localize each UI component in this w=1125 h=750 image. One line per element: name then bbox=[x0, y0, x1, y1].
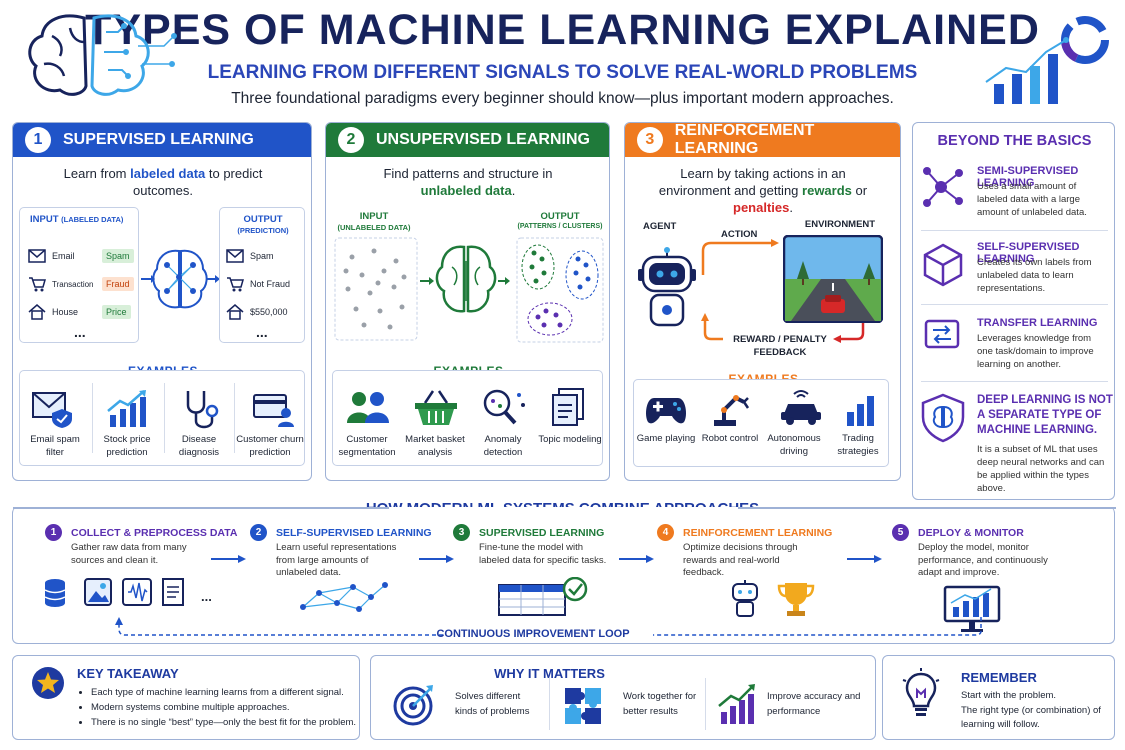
neural-brain-icon bbox=[141, 249, 220, 309]
input-row-email: Email Spam bbox=[28, 242, 138, 270]
supervised-input-box: INPUT (LABELED DATA) Email Spam Transact… bbox=[19, 207, 139, 343]
pipeline-arrow-4 bbox=[847, 555, 882, 563]
pipeline-arrow-3 bbox=[619, 555, 654, 563]
action-arrow bbox=[701, 239, 779, 275]
reinforcement-panel: 3 REINFORCEMENT LEARNING Learn by taking… bbox=[624, 122, 901, 481]
supervised-number: 1 bbox=[25, 127, 51, 153]
network-nodes-icon bbox=[923, 167, 963, 207]
robot-trophy-icon bbox=[732, 580, 815, 617]
green-brain-icon bbox=[420, 245, 510, 313]
star-badge-icon bbox=[32, 667, 64, 699]
unlabeled-data-scatter bbox=[334, 237, 418, 341]
documents-icon bbox=[552, 388, 584, 426]
unsupervised-panel: 2 UNSUPERVISED LEARNING Find patterns an… bbox=[325, 122, 610, 481]
lightbulb-icon bbox=[902, 668, 940, 716]
agent-label: AGENT bbox=[643, 221, 677, 232]
reinforcement-number: 3 bbox=[637, 127, 663, 153]
brain-circuit-icon bbox=[28, 14, 177, 96]
reinforcement-description: Learn by taking actions in an environmen… bbox=[658, 166, 868, 215]
unsupervised-number: 2 bbox=[338, 127, 364, 153]
beyond-title: BEYOND THE BASICS bbox=[937, 133, 1092, 149]
improvement-loop-label: CONTINUOUS IMPROVEMENT LOOP bbox=[436, 628, 630, 640]
clusters-graphic bbox=[516, 237, 604, 343]
analytics-chart-icon bbox=[985, 16, 1109, 104]
page-subtitle: LEARNING FROM DIFFERENT SIGNALS TO SOLVE… bbox=[207, 62, 918, 83]
supervised-output-box: OUTPUT (PREDICTION) Spam Not Fraud $550,… bbox=[219, 207, 305, 343]
supervised-output-rows: Spam Not Fraud $550,000 bbox=[226, 242, 306, 326]
supervised-panel: 1 SUPERVISED LEARNING Learn from labeled… bbox=[12, 122, 312, 481]
supervised-header: 1 SUPERVISED LEARNING bbox=[13, 123, 311, 157]
environment-label: ENVIRONMENT bbox=[804, 219, 876, 230]
envelope-icon bbox=[28, 249, 46, 263]
deep-learning-desc: It is a subset of ML that uses deep neur… bbox=[977, 444, 1105, 494]
remember-panel: REMEMBER Start with the problem. The rig… bbox=[882, 655, 1115, 740]
email-shield-icon bbox=[32, 392, 72, 428]
stock-chart-icon bbox=[107, 390, 146, 427]
unsupervised-title: UNSUPERVISED LEARNING bbox=[376, 131, 590, 148]
supervised-examples-box: Email spam filter Stock price prediction… bbox=[19, 370, 305, 466]
pipeline-arrow-1 bbox=[211, 555, 246, 563]
graph-network-icon bbox=[300, 582, 388, 612]
supervised-title: SUPERVISED LEARNING bbox=[63, 131, 254, 148]
remember-title: REMEMBER bbox=[961, 670, 1037, 685]
key-takeaway-panel: KEY TAKEAWAY Each type of machine learni… bbox=[12, 655, 360, 740]
unsupervised-examples-box: Customer segmentation Market basket anal… bbox=[332, 370, 603, 466]
anomaly-search-icon bbox=[483, 389, 525, 425]
improvement-loop-arrow bbox=[115, 617, 982, 636]
customers-icon bbox=[347, 392, 389, 423]
cube-icon bbox=[923, 243, 963, 287]
page-title: TYPES OF MACHINE LEARNING EXPLAINED bbox=[85, 6, 1040, 54]
labeled-table-check-icon bbox=[498, 577, 588, 616]
autonomous-car-icon bbox=[781, 390, 821, 425]
house-icon bbox=[226, 304, 244, 320]
beyond-panel: BEYOND THE BASICS SEMI-SUPERVISED LEARNI… bbox=[912, 122, 1115, 500]
cart-icon bbox=[29, 277, 46, 292]
why-it-matters-panel: WHY IT MATTERS Solves different kinds of… bbox=[370, 655, 876, 740]
page-tagline: Three foundational paradigms every begin… bbox=[231, 90, 894, 107]
road-environment-icon bbox=[783, 235, 883, 323]
robot-agent-icon bbox=[638, 247, 696, 327]
supervised-input-title: INPUT (LABELED DATA) bbox=[30, 214, 124, 225]
input-row-house: House Price bbox=[28, 298, 138, 326]
key-takeaway-title: KEY TAKEAWAY bbox=[77, 666, 179, 681]
customer-card-icon bbox=[253, 394, 294, 427]
feedback-label: REWARD / PENALTY FEEDBACK bbox=[733, 334, 827, 358]
data-sources-icons bbox=[44, 578, 184, 607]
target-icon bbox=[393, 685, 433, 726]
key-takeaway-list: Each type of machine learning learns fro… bbox=[91, 685, 359, 730]
unsupervised-header: 2 UNSUPERVISED LEARNING bbox=[326, 123, 609, 157]
gamepad-icon bbox=[646, 398, 686, 424]
trading-bars-icon bbox=[847, 396, 874, 426]
deep-learning-title: DEEP LEARNING IS NOT A SEPARATE TYPE OF … bbox=[977, 394, 1113, 436]
pipeline-panel: 1 COLLECT & PREPROCESS DATA Gather raw d… bbox=[12, 507, 1116, 644]
pipeline-arrow-2 bbox=[419, 555, 454, 563]
feedback-arrow bbox=[701, 313, 865, 343]
why-it-matters-title: WHY IT MATTERS bbox=[494, 666, 605, 681]
reinforcement-examples-box: Game playing Robot control Autonomous dr… bbox=[633, 379, 889, 467]
puzzle-icon bbox=[565, 688, 601, 724]
basket-icon bbox=[415, 390, 457, 425]
cart-icon bbox=[227, 277, 244, 292]
envelope-icon bbox=[226, 249, 244, 263]
house-icon bbox=[28, 304, 46, 320]
reinforcement-header: 3 REINFORCEMENT LEARNING bbox=[625, 122, 900, 157]
robot-arm-icon bbox=[714, 395, 750, 426]
supervised-description: Learn from labeled data to predict outco… bbox=[63, 166, 263, 198]
growth-chart-icon bbox=[718, 684, 755, 724]
unsupervised-description: Find patterns and structure in unlabeled… bbox=[383, 166, 553, 198]
monitor-chart-icon bbox=[943, 585, 1001, 632]
transfer-icon bbox=[924, 319, 960, 349]
supervised-input-rows: Email Spam Transaction Fraud House Price bbox=[28, 242, 138, 326]
input-row-transaction: Transaction Fraud bbox=[28, 270, 138, 298]
stethoscope-icon bbox=[186, 391, 219, 429]
reinforcement-title: REINFORCEMENT LEARNING bbox=[674, 122, 815, 157]
brain-shield-icon bbox=[921, 393, 965, 443]
action-label: ACTION bbox=[721, 229, 758, 240]
